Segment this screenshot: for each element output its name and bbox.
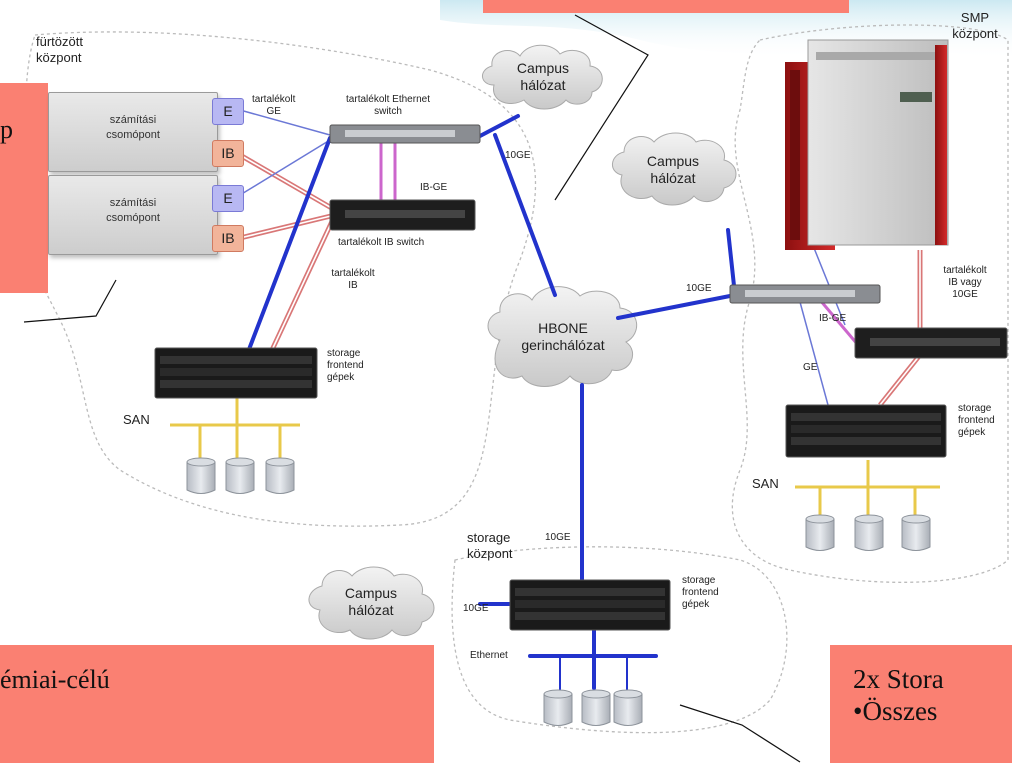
ethernet-switch-left [329, 124, 481, 144]
ib-port-2: IB [212, 225, 244, 252]
storage-disk [581, 689, 611, 726]
storage-frontend-left-label: storage frontend gépek [327, 348, 364, 383]
campus-top-label: Campus hálózat [516, 60, 570, 93]
bottom-right-overlay-line2: •Összes [853, 696, 938, 726]
storage-frontend-right-label: storage frontend gépek [958, 403, 995, 438]
compute-node-2-label: számítási csomópont [106, 197, 160, 224]
storage-disk [265, 457, 295, 494]
storage-frontend-bottom-rack [509, 579, 671, 631]
compute-node-1: számítási csomópont [48, 92, 218, 172]
ethernet-switch-right [729, 284, 881, 304]
compute-node-1-label: számítási csomópont [106, 114, 160, 141]
reserved-eth-switch-label: tartalékolt Ethernet switch [346, 94, 430, 117]
san-left-label: SAN [123, 412, 150, 427]
smp-region-outline [731, 24, 1009, 583]
cloud-campus-mid [612, 132, 737, 206]
smp-center-label: SMP központ [952, 10, 998, 41]
storage-disk [225, 457, 255, 494]
cloud-campus-top [482, 44, 603, 110]
bottom-right-overlay-box: 2x Stora •Összes [830, 645, 1012, 763]
smp-machine [785, 39, 949, 250]
cloud-campus-bottom [308, 566, 435, 640]
bottom-right-overlay-line1: 2x Stora [853, 664, 944, 694]
storage-disk [901, 514, 931, 551]
pointer-line-top [554, 14, 649, 201]
ethernet-label: Ethernet [470, 650, 508, 661]
ib-switch-left [329, 199, 476, 231]
storage-disk [854, 514, 884, 551]
san-right [795, 460, 940, 515]
cluster-center-label: fürtözött központ [36, 34, 83, 65]
storage-disk [613, 689, 643, 726]
ib-port-1-label: IB [221, 145, 235, 161]
storage-region-outline [451, 546, 788, 734]
bottom-left-overlay-box: émiai-célú [0, 645, 434, 763]
campus-mid-label: Campus hálózat [646, 153, 700, 186]
ib-ge-left-label: IB-GE [420, 182, 448, 193]
pointer-line-bottom [679, 704, 801, 763]
storage-center-label: storage központ [467, 530, 513, 561]
storage-disk [543, 689, 573, 726]
ib-switch-right [854, 327, 1008, 359]
campus-bottom-label: Campus hálózat [344, 585, 398, 618]
links [238, 109, 923, 690]
top-overlay-box [483, 0, 849, 13]
pointer-line-left [23, 279, 117, 323]
ib-ge-right-label: IB-GE [819, 313, 847, 324]
tenge-right-label: 10GE [686, 283, 712, 294]
left-overlay-box: p [0, 83, 48, 293]
ib-port-1: IB [212, 140, 244, 167]
reserved-ge-label: tartalékolt GE [252, 94, 296, 117]
tenge-mid-label: 10GE [545, 532, 571, 543]
tenge-bottom-label: 10GE [463, 603, 489, 614]
tenge-top-label: 10GE [505, 150, 531, 161]
ge-right-label: GE [803, 362, 818, 373]
ethernet-port-1: E [212, 98, 244, 125]
ethernet-port-2-label: E [223, 190, 233, 206]
left-overlay-text: p [0, 115, 13, 144]
storage-disk [186, 457, 216, 494]
ethernet-port-2: E [212, 185, 244, 212]
cloud-hbone [487, 286, 637, 387]
storage-disk [805, 514, 835, 551]
storage-frontend-bottom-label: storage frontend gépek [682, 575, 719, 610]
disk-group [186, 457, 931, 726]
hbone-label: HBONE gerinchálózat [521, 320, 605, 353]
ib-port-2-label: IB [221, 230, 235, 246]
san-left [170, 395, 300, 458]
storage-frontend-left-rack [154, 347, 318, 399]
ethernet-port-1-label: E [223, 103, 233, 119]
reserved-ib-switch-label: tartalékolt IB switch [338, 237, 425, 248]
reserved-ib-or-10ge-label: tartalékolt IB vagy 10GE [943, 265, 987, 300]
bottom-left-overlay-text: émiai-célú [0, 665, 110, 694]
storage-frontend-right-rack [785, 404, 947, 458]
reserved-ib-label: tartalékolt IB [331, 268, 375, 291]
compute-node-2: számítási csomópont [48, 175, 218, 255]
san-right-label: SAN [752, 476, 779, 491]
